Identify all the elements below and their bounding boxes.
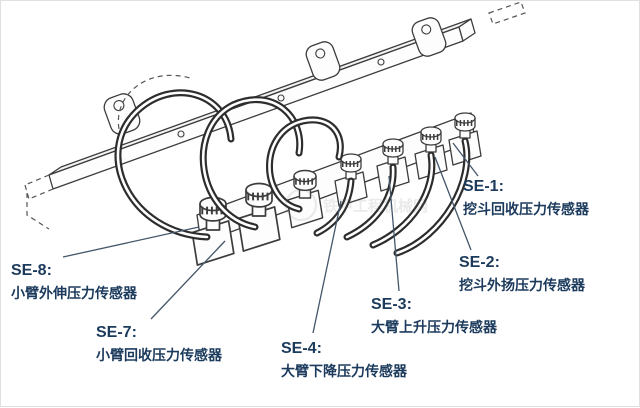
label-text: 小臂外伸压力传感器 xyxy=(11,285,137,301)
leader-lines xyxy=(62,142,479,334)
mounting-bracket xyxy=(103,93,141,135)
leader-line-se7 xyxy=(150,240,226,320)
mounting-bracket xyxy=(411,17,447,57)
leader-line-se2 xyxy=(434,156,472,251)
watermark: 铁甲工程机械网 xyxy=(285,189,428,221)
label-se-4: SE-4: 大臂下降压力传感器 xyxy=(281,337,407,382)
label-text: 挖斗回收压力传感器 xyxy=(463,201,589,217)
hydraulic-hose xyxy=(313,177,355,237)
leader-line-se1 xyxy=(452,142,479,177)
label-id: SE-4: xyxy=(281,340,322,357)
label-se-3: SE-3: 大臂上升压力传感器 xyxy=(371,293,497,338)
hydraulic-hose xyxy=(343,163,397,241)
hydraulic-hose xyxy=(114,89,235,241)
leader-line-se3 xyxy=(388,175,400,292)
rail-end-piece xyxy=(488,1,526,25)
label-id: SE-1: xyxy=(463,178,504,195)
label-id: SE-3: xyxy=(371,296,412,313)
label-text: 大臂下降压力传感器 xyxy=(281,363,407,379)
hydraulic-hose xyxy=(393,137,471,257)
label-text: 大臂上升压力传感器 xyxy=(371,319,497,335)
hydraulic-hose xyxy=(369,151,436,249)
hidden-hose-line xyxy=(117,74,194,130)
hydraulic-hose xyxy=(266,116,344,213)
label-text: 挖斗外扬压力传感器 xyxy=(459,277,585,293)
label-se-7: SE-7: 小臂回收压力传感器 xyxy=(96,321,222,366)
label-se-2: SE-2: 挖斗外扬压力传感器 xyxy=(459,251,585,296)
mounting-bracket xyxy=(305,41,341,81)
label-text: 小臂回收压力传感器 xyxy=(96,347,222,363)
label-id: SE-2: xyxy=(459,254,500,271)
hydraulic-hoses xyxy=(114,74,471,257)
leader-line-se8 xyxy=(62,226,200,258)
label-se-1: SE-1: 挖斗回收压力传感器 xyxy=(463,175,589,220)
label-se-8: SE-8: 小臂外伸压力传感器 xyxy=(11,259,137,304)
label-id: SE-7: xyxy=(96,324,137,341)
leader-line-se4 xyxy=(312,200,342,334)
label-id: SE-8: xyxy=(11,262,52,279)
hydraulic-hose xyxy=(199,96,304,231)
svg-text:铁甲工程机械网: 铁甲工程机械网 xyxy=(323,197,428,215)
